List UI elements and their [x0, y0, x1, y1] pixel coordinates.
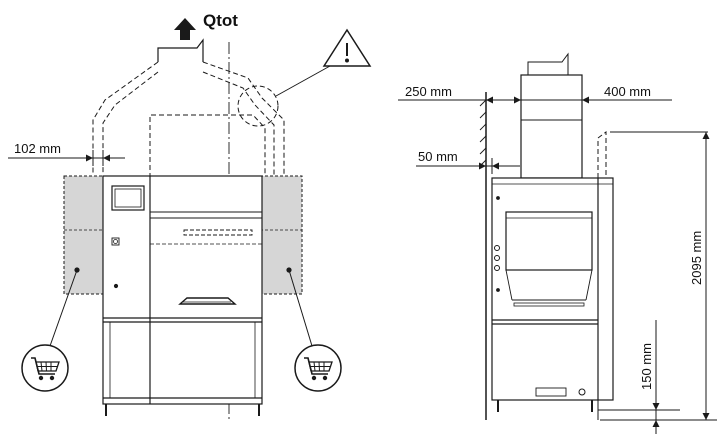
dim-50-label: 50 mm: [418, 149, 458, 164]
dim-400-label: 400 mm: [604, 84, 651, 99]
dim-250-label: 250 mm: [405, 84, 452, 99]
right-cart-callout: [294, 344, 342, 392]
warning-detail-circle: [237, 85, 279, 127]
dim-150-label: 150 mm: [639, 343, 654, 390]
dim-50: [416, 158, 520, 174]
exhaust-stub: [157, 38, 204, 62]
left-side-module: [63, 175, 106, 295]
exhaust-ducts: [92, 61, 285, 178]
machine-front: [102, 175, 263, 416]
exhaust-arrow-up-icon: [174, 18, 196, 40]
side-view: [479, 52, 717, 421]
dim-102: [8, 150, 125, 166]
dim-250-400: [398, 92, 672, 108]
front-view: [49, 18, 372, 420]
qtot-label: Qtot: [203, 11, 238, 30]
dim-102-label: 102 mm: [14, 141, 61, 156]
dim-2095-label: 2095 mm: [689, 231, 704, 285]
right-side-module: [259, 175, 303, 295]
machine-side: [491, 177, 614, 412]
warning-triangle-icon: [322, 28, 372, 67]
left-cart-callout: [21, 344, 69, 392]
exhaust-chimney: [520, 74, 583, 179]
